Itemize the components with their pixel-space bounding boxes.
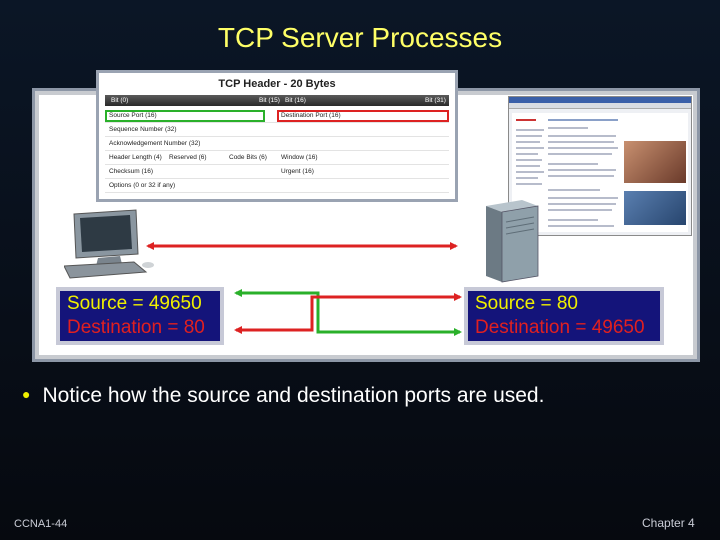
server-port-label: Source = 80 Destination = 49650 <box>464 287 664 345</box>
client-destination-port: Destination = 80 <box>67 317 205 338</box>
header-row: Options (0 or 32 if any) <box>105 180 449 193</box>
header-field: Urgent (16) <box>281 168 314 175</box>
bit-label: Bit (15) <box>259 97 280 104</box>
bit-ruler: Bit (0) Bit (15) Bit (16) Bit (31) <box>105 95 449 106</box>
browser-content <box>512 113 688 232</box>
browser-title-bar <box>509 97 691 103</box>
bullet-point: ● Notice how the source and destination p… <box>22 384 544 408</box>
destination-port-field: Destination Port (16) <box>277 110 449 122</box>
bit-label: Bit (31) <box>425 97 446 104</box>
server-icon <box>482 198 542 291</box>
header-row: Sequence Number (32) <box>105 124 449 137</box>
map-thumbnail <box>624 191 686 225</box>
header-field: Acknowledgement Number (32) <box>109 140 201 147</box>
server-source-port: Source = 80 <box>475 293 578 314</box>
tcp-header-table: TCP Header - 20 Bytes Bit (0) Bit (15) B… <box>96 70 458 202</box>
bit-label: Bit (0) <box>111 97 129 104</box>
source-port-field: Source Port (16) <box>105 110 265 122</box>
slide-title: TCP Server Processes <box>217 22 503 53</box>
header-field: Reserved (6) <box>169 154 207 161</box>
header-field: Header Length (4) <box>109 154 162 161</box>
server-destination-port: Destination = 49650 <box>475 317 645 338</box>
red-crossover-arrow <box>234 293 462 334</box>
header-field: Code Bits (6) <box>229 154 267 161</box>
client-source-port: Source = 49650 <box>67 293 202 314</box>
header-row: Checksum (16) Urgent (16) <box>105 166 449 179</box>
header-field: Window (16) <box>281 154 318 161</box>
header-field: Sequence Number (32) <box>109 126 177 133</box>
client-port-label: Source = 49650 Destination = 80 <box>56 287 224 345</box>
header-row: Acknowledgement Number (32) <box>105 138 449 151</box>
footer-chapter: Chapter 4 <box>642 516 695 530</box>
header-row: Header Length (4) Reserved (6) Code Bits… <box>105 152 449 165</box>
header-field: Checksum (16) <box>109 168 154 175</box>
browser-toolbar <box>509 103 691 109</box>
green-crossover-arrow <box>234 289 462 336</box>
footer-course-code: CCNA1-44 <box>14 518 68 530</box>
web-page-thumbnail <box>508 96 692 236</box>
header-row: Source Port (16) Destination Port (16) <box>105 110 449 123</box>
header-field: Options (0 or 32 if any) <box>109 182 176 189</box>
bit-label: Bit (16) <box>285 97 306 104</box>
bullet-icon: ● <box>22 386 31 402</box>
photo-thumbnail <box>624 141 686 183</box>
client-pc-icon <box>63 208 156 285</box>
bullet-text: Notice how the source and destination po… <box>42 384 545 407</box>
tcp-header-title: TCP Header - 20 Bytes <box>218 78 336 90</box>
